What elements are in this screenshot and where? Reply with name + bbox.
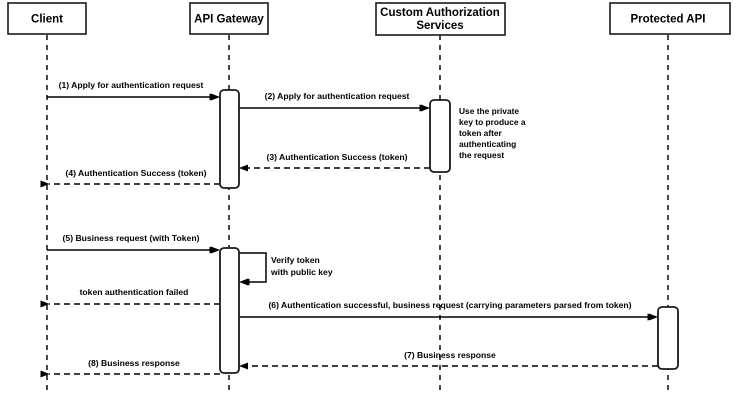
- message-1-label: (1) Apply for authentication request: [59, 80, 204, 90]
- note-private-key-line-2: token after: [459, 128, 503, 138]
- message-2-label: (2) Apply for authentication request: [265, 91, 410, 101]
- participant-box-api-gateway[interactable]: [189, 2, 269, 35]
- message-7-label: (7) Business response: [404, 350, 496, 360]
- selfcall-verify-token-path[interactable]: [239, 252, 267, 286]
- arrowhead-msg-1: [211, 93, 220, 101]
- note-private-key-line-1: key to produce a: [459, 117, 526, 127]
- activations-group: [219, 89, 679, 374]
- arrowhead-selfcall: [239, 278, 248, 286]
- message-8[interactable]: (8) Business response: [40, 358, 220, 378]
- selfcall-verify-token[interactable]: Verify token with public key: [239, 252, 333, 286]
- message-6-label: (6) Authentication successful, business …: [268, 300, 631, 310]
- message-5[interactable]: (5) Business request (with Token): [47, 233, 219, 254]
- message-token-authentication-failed[interactable]: token authentication failed: [40, 287, 220, 308]
- message-1[interactable]: (1) Apply for authentication request: [47, 80, 219, 101]
- note-private-key: Use the private key to produce a token a…: [459, 106, 526, 160]
- activation-api-gateway-lower[interactable]: [219, 247, 240, 374]
- activation-custom-auth[interactable]: [429, 99, 451, 173]
- message-token-authentication-failed-label: token authentication failed: [80, 287, 189, 297]
- message-6[interactable]: (6) Authentication successful, business …: [239, 300, 657, 321]
- arrowhead-msg-3: [239, 164, 248, 172]
- participant-label-api-gateway: API Gateway: [194, 14, 264, 26]
- selfcall-verify-token-label-line1: Verify token: [271, 255, 320, 265]
- arrowhead-msg-7: [239, 362, 248, 370]
- message-2[interactable]: (2) Apply for authentication request: [239, 91, 429, 112]
- note-private-key-line-3: authenticating: [459, 139, 516, 149]
- message-8-label: (8) Business response: [88, 358, 180, 368]
- participant-protected-api[interactable]: Protected API: [609, 2, 731, 35]
- message-3-label: (3) Authentication Success (token): [266, 152, 407, 162]
- participant-custom-auth[interactable]: Custom Authorization Services: [375, 2, 506, 36]
- participant-box-protected-api[interactable]: [609, 2, 731, 35]
- message-3[interactable]: (3) Authentication Success (token): [232, 152, 430, 172]
- participant-box-client[interactable]: [7, 2, 87, 35]
- arrowheads-overlay: [211, 93, 658, 370]
- note-private-key-line-0: Use the private: [459, 106, 519, 116]
- message-5-label: (5) Business request (with Token): [63, 233, 200, 243]
- arrowhead-msg-5: [211, 246, 220, 254]
- participant-label-custom-auth-line2: Services: [416, 20, 463, 32]
- participant-label-protected-api: Protected API: [631, 14, 706, 26]
- participant-label-client: Client: [31, 14, 63, 26]
- message-7[interactable]: (7) Business response: [232, 350, 658, 370]
- message-4-label: (4) Authentication Success (token): [65, 168, 206, 178]
- arrowhead-msg-2: [421, 104, 430, 112]
- participant-label-custom-auth-line1: Custom Authorization: [380, 7, 500, 19]
- message-4[interactable]: (4) Authentication Success (token): [40, 168, 220, 188]
- note-private-key-line-4: the request: [459, 150, 504, 160]
- participant-box-custom-auth[interactable]: [375, 2, 506, 36]
- arrowhead-msg-6: [649, 313, 658, 321]
- participant-client[interactable]: Client: [7, 2, 87, 35]
- selfcall-verify-token-label-line2: with public key: [270, 267, 333, 277]
- participant-api-gateway[interactable]: API Gateway: [189, 2, 269, 35]
- activation-api-gateway-upper[interactable]: [219, 89, 240, 189]
- activation-protected-api[interactable]: [657, 306, 679, 370]
